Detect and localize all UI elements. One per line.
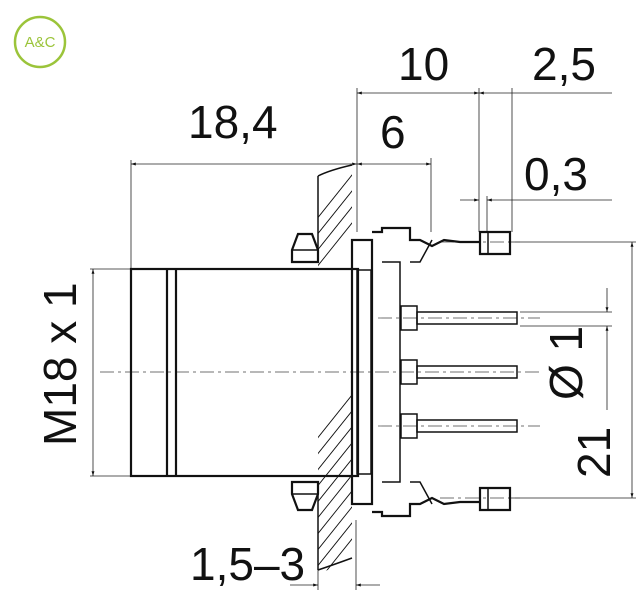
connector-body (129, 267, 360, 478)
company-logo: A&C (13, 15, 67, 69)
contact-pin (400, 359, 518, 385)
mounting-panel (317, 163, 353, 574)
pin-offset-label: 2,5 (532, 38, 596, 90)
height-label: 21 (568, 427, 620, 478)
dimension-lines (91, 91, 634, 587)
panel-thickness-label: 1,5–3 (190, 538, 305, 590)
flange (350, 238, 374, 506)
logo-text: A&C (25, 34, 56, 51)
rear-length-label: 10 (398, 38, 449, 90)
rear-housing (372, 226, 480, 518)
contact-pin (400, 413, 518, 439)
contact-pin (400, 305, 518, 331)
hex-nut (290, 232, 320, 512)
pin-length-label: 6 (380, 106, 406, 158)
overall-length-label: 18,4 (188, 96, 278, 148)
pin-diameter-label: Ø 1 (540, 326, 592, 400)
solder-cup-top (478, 230, 512, 256)
solder-cup-bottom (478, 486, 512, 512)
thread-label: M18 x 1 (34, 282, 86, 446)
pin-thickness-label: 0,3 (524, 148, 588, 200)
